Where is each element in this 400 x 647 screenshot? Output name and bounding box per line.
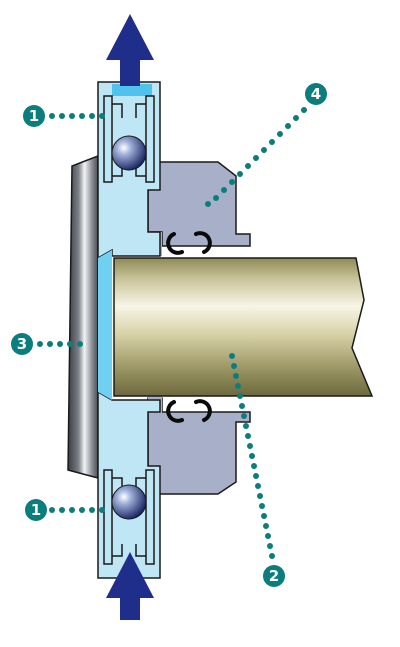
ball-icon (111, 484, 147, 520)
rotor-disc (67, 154, 99, 479)
callout-label: 4 (311, 85, 321, 103)
callout-1-top: 1 (23, 105, 45, 127)
air-flow-channel (98, 250, 112, 400)
ball-icon (111, 135, 147, 171)
callout-label: 2 (269, 567, 279, 585)
callout-3: 3 (11, 333, 33, 355)
arrow-up-icon (106, 552, 154, 620)
callout-label: 1 (31, 501, 41, 519)
callout-leaders (37, 107, 307, 559)
bearing-top (103, 95, 155, 183)
bearing-bottom (103, 469, 155, 565)
callout-4: 4 (305, 83, 327, 105)
air-flow-top (112, 84, 152, 96)
lip-seal-bottom (166, 399, 212, 423)
shaft (113, 257, 374, 397)
callout-1-bottom: 1 (25, 499, 47, 521)
lip-seal-top (166, 231, 212, 255)
arrow-up-icon (106, 14, 154, 86)
callout-2: 2 (263, 565, 285, 587)
callout-label: 1 (29, 107, 39, 125)
callout-label: 3 (17, 335, 27, 353)
